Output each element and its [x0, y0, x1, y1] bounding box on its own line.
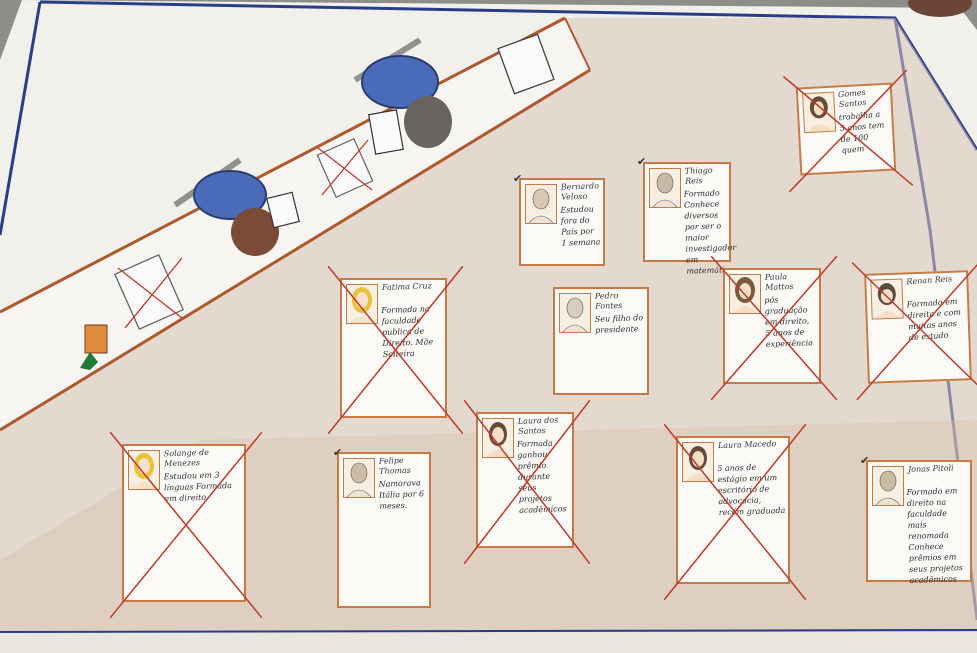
portrait-icon	[729, 274, 761, 314]
portrait-icon	[128, 450, 160, 490]
card-bio: Formada na faculdade publica de Direito.…	[381, 304, 434, 360]
card-jonas: Jonas Pitoli Formado em direito na facul…	[866, 460, 972, 585]
lamp-drawing	[80, 324, 108, 370]
card-bio: 5 anos de estágio em um escritório de ad…	[717, 462, 786, 518]
card-fatima: Fatima Cruz Formada na faculdade publica…	[328, 266, 463, 434]
card-name: Gomes Santos	[837, 87, 867, 110]
card-solange: Solange de Menezes Estudou em 3 línguas …	[110, 432, 262, 618]
card-bio: trabalha a 5 anos tem de 100 quem	[838, 109, 885, 156]
card-name: Bernardo Veloso	[560, 181, 600, 202]
people-drawing	[173, 37, 452, 256]
portrait-icon	[482, 418, 514, 458]
card-name: Paula Mattos	[764, 272, 794, 292]
card-bio: Formado em direito na faculdade mais ren…	[906, 486, 964, 585]
card-bio: Estudou fora do Pais por 1 semana	[560, 204, 601, 248]
card-laura-macedo: Laura Macedo 5 anos de estágio em um esc…	[664, 424, 806, 600]
portrait-icon	[870, 278, 904, 320]
card-thiago: Thiago Reis Formado Conhece diversos por…	[643, 162, 736, 276]
checkmark-icon: ✔	[333, 446, 343, 459]
card-bio: Formado em direito e com muitas anos de …	[906, 296, 962, 343]
portrait-icon	[343, 458, 375, 498]
card-name: Laura dos Santos	[517, 415, 559, 436]
card-name: Renan Reis	[906, 274, 953, 287]
card-name: Fatima Cruz	[381, 281, 432, 293]
card-bio: Estudou em 3 línguas Formada em direito.	[163, 470, 233, 504]
checkmark-icon: ✔	[860, 454, 870, 467]
card-laura-santos: Laura dos Santos Formada ganhou prêmio d…	[464, 400, 590, 564]
portrait-icon	[649, 168, 681, 208]
floor-papers	[114, 33, 555, 331]
card-bio: Formado Conhece diversos por ser o maior…	[683, 188, 737, 276]
portrait-icon	[802, 91, 837, 134]
card-bio: Namorava Itália por 6 meses.	[378, 478, 425, 511]
card-bio: Seu filho do presidente	[594, 313, 644, 335]
checkmark-icon: ✔	[513, 172, 523, 185]
portrait-icon	[525, 184, 557, 224]
card-renan: Renan Reis Formado em direito e com muit…	[851, 257, 977, 401]
portrait-icon	[346, 284, 378, 324]
card-name: Solange de Menezes	[163, 447, 209, 469]
portrait-icon	[559, 293, 591, 333]
card-top-right: Gomes Santos trabalha a 5 anos tem de 10…	[783, 69, 914, 193]
checkmark-icon: ✔	[637, 155, 647, 168]
card-felipe: Felipe Thomas Namorava Itália por 6 mese…	[337, 452, 431, 608]
card-name: Felipe Thomas	[378, 455, 412, 476]
card-bio: pós graduação em direito, 5 anos de expe…	[764, 295, 814, 349]
card-pedro: Pedro Fontes Seu filho do presidente	[553, 287, 649, 395]
card-name: Laura Macedo	[717, 439, 777, 451]
portrait-icon	[682, 442, 714, 482]
card-name: Jonas Pitoli	[907, 463, 954, 475]
card-bernardo: Bernardo Veloso Estudou fora do Pais por…	[519, 178, 605, 266]
card-name: Thiago Reis	[684, 165, 713, 186]
portrait-icon	[872, 466, 904, 506]
card-paula: Paula Mattos pós graduação em direito, 5…	[711, 256, 837, 400]
card-bio: Formada ganhou prêmio durante seus proje…	[516, 438, 567, 515]
card-name: Pedro Fontes	[594, 291, 623, 311]
